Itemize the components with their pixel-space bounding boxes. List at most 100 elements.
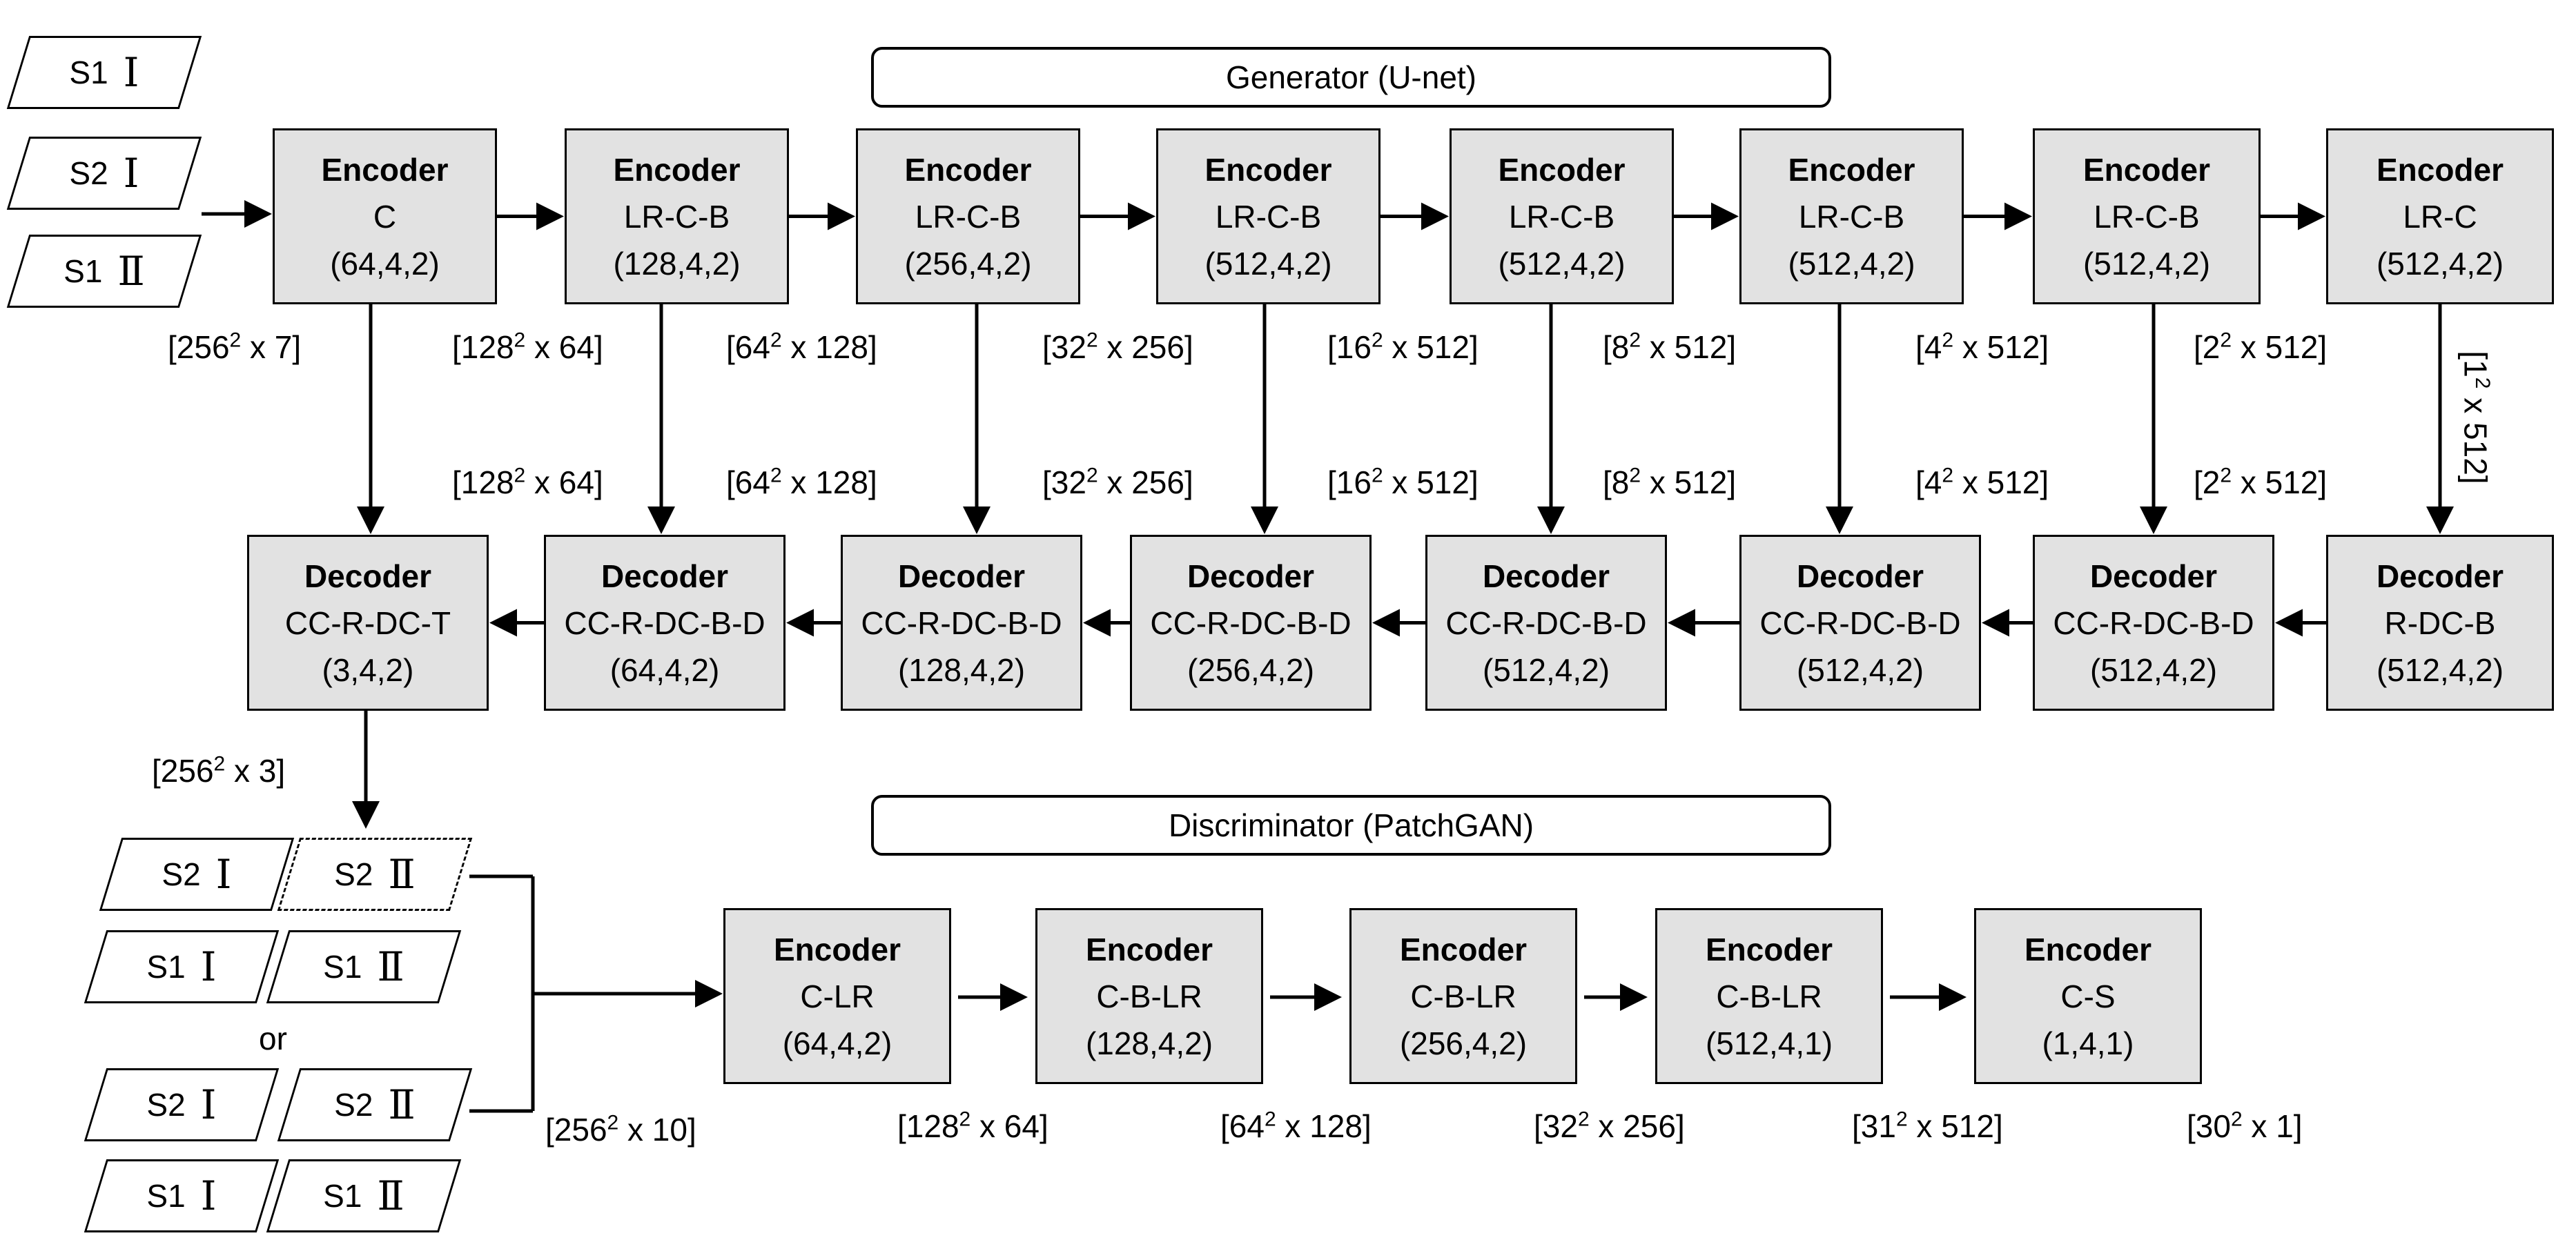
- generator-encoder-6-ops: LR-C-B: [2094, 198, 2200, 235]
- generator-decoder-5-heading: Decoder: [1796, 558, 1924, 594]
- generator-decoder-dim-1-rest: x 128]: [781, 464, 877, 500]
- generator-encoder-dim-8: [12 x 512]: [2457, 351, 2495, 484]
- generator-encoder-dim-3-exponent: 2: [1086, 328, 1098, 352]
- generator-encoder-dim-7-base: [2: [2194, 329, 2221, 365]
- discriminator-dim-3-base: [31: [1852, 1108, 1896, 1144]
- generator-decoder-dim-0: [1282 x 64]: [452, 464, 603, 501]
- generator-decoder-7-heading: Decoder: [2376, 558, 2504, 594]
- generator-encoder-dim-7: [22 x 512]: [2194, 328, 2327, 366]
- discriminator-encoder-0-params: (64,4,2): [782, 1025, 892, 1061]
- generator-decoder-dim-6-exponent: 2: [2220, 464, 2232, 487]
- generator-decoder-3-heading: Decoder: [1187, 558, 1315, 594]
- generator-encoder-dim-4-base: [16: [1327, 329, 1372, 365]
- generator-encoder-4-heading: Encoder: [1498, 151, 1626, 188]
- generator-encoder-3-ops: LR-C-B: [1215, 198, 1322, 235]
- discriminator-dim-4: [302 x 1]: [2187, 1108, 2303, 1145]
- discriminator-input-0-3-numeral: Ⅱ: [377, 943, 404, 990]
- discriminator-encoder-1-params: (128,4,2): [1085, 1025, 1213, 1061]
- discriminator-encoder-2-heading: Encoder: [1399, 931, 1528, 967]
- discriminator-input-dim-rest: x 10]: [618, 1112, 696, 1148]
- generator-encoder-0-heading: Encoder: [321, 151, 449, 188]
- discriminator-input-1-0-numeral: Ⅰ: [200, 1081, 217, 1128]
- generator-decoder-1-heading: Decoder: [601, 558, 729, 594]
- discriminator-dim-3-rest: x 512]: [1907, 1108, 2003, 1144]
- discriminator-input-0-3: S1 Ⅱ: [266, 930, 462, 1003]
- discriminator-input-1-3-numeral: Ⅱ: [377, 1172, 404, 1219]
- generator-input-1-numeral: Ⅰ: [123, 150, 139, 197]
- generator-encoder-dim-7-rest: x 512]: [2232, 329, 2328, 365]
- discriminator-dim-4-exponent: 2: [2230, 1108, 2243, 1131]
- generator-encoder-dim-6-base: [4: [1915, 329, 1942, 365]
- generator-encoder-1-ops: LR-C-B: [623, 198, 730, 235]
- discriminator-input-0-2-source: S1: [146, 949, 186, 985]
- generator-encoder-5-ops: LR-C-B: [1798, 198, 1905, 235]
- generator-encoder-dim-6-rest: x 512]: [1953, 329, 2049, 365]
- generator-decoder-dim-2-exponent: 2: [1086, 464, 1098, 487]
- generator-decoder-2-params: (128,4,2): [897, 651, 1026, 688]
- discriminator-input-dim: [2562 x 10]: [545, 1111, 696, 1148]
- generator-encoder-6-params: (512,4,2): [2082, 245, 2211, 282]
- discriminator-encoder-2-params: (256,4,2): [1399, 1025, 1528, 1061]
- generator-encoder-2-heading: Encoder: [904, 151, 1032, 188]
- discriminator-title: Discriminator (PatchGAN): [871, 795, 1831, 856]
- generator-input-2-numeral: Ⅱ: [117, 248, 145, 295]
- generator-decoder-dim-1: [642 x 128]: [726, 464, 877, 501]
- discriminator-input-0-3-source: S1: [323, 949, 362, 985]
- discriminator-dim-4-base: [30: [2187, 1108, 2231, 1144]
- generator-decoder-3-ops: CC-R-DC-B-D: [1150, 604, 1352, 641]
- generator-decoder-4-ops: CC-R-DC-B-D: [1445, 604, 1647, 641]
- generator-encoder-7-ops: LR-C: [2403, 198, 2477, 235]
- generator-encoder-dim-5-exponent: 2: [1629, 328, 1641, 352]
- generator-input-0-numeral: Ⅰ: [123, 49, 139, 96]
- generator-encoder-dim-4-rest: x 512]: [1383, 329, 1479, 365]
- discriminator-encoder-4-ops: C-S: [2060, 978, 2116, 1014]
- generator-decoder-7-params: (512,4,2): [2376, 651, 2504, 688]
- discriminator-input-0-0-numeral: Ⅰ: [215, 851, 232, 898]
- generator-encoder-1-params: (128,4,2): [613, 245, 741, 282]
- discriminator-dim-1-base: [64: [1220, 1108, 1265, 1144]
- generator-decoder-7-ops: R-DC-B: [2384, 604, 2496, 641]
- generator-decoder-dim-4-exponent: 2: [1629, 464, 1641, 487]
- generator-encoder-5-params: (512,4,2): [1788, 245, 1915, 282]
- generator-encoder-dim-1-base: [128: [452, 329, 514, 365]
- generator-encoder-dim-0-base: [256: [168, 329, 230, 365]
- generator-decoder-1-ops: CC-R-DC-B-D: [564, 604, 765, 641]
- generator-encoder-dim-0-exponent: 2: [229, 328, 242, 352]
- generator-decoder-dim-4-rest: x 512]: [1641, 464, 1737, 500]
- generator-decoder-1-params: (64,4,2): [609, 651, 720, 688]
- generator-decoder-dim-0-rest: x 64]: [525, 464, 603, 500]
- discriminator-dim-1: [642 x 128]: [1220, 1108, 1372, 1145]
- generator-decoder-6-heading: Decoder: [2089, 558, 2218, 594]
- discriminator-encoder-4-params: (1,4,1): [2042, 1025, 2134, 1061]
- generator-encoder-dim-3-base: [32: [1042, 329, 1086, 365]
- generator-encoder-5-heading: Encoder: [1788, 151, 1915, 188]
- generator-decoder-5-params: (512,4,2): [1796, 651, 1924, 688]
- generator-decoder-6-params: (512,4,2): [2089, 651, 2218, 688]
- discriminator-input-0-1-numeral: Ⅱ: [388, 851, 416, 898]
- generator-encoder-dim-1: [1282 x 64]: [452, 328, 603, 366]
- discriminator-encoder-1-heading: Encoder: [1085, 931, 1213, 967]
- generator-encoder-dim-5-rest: x 512]: [1641, 329, 1737, 365]
- generator-decoder-4-params: (512,4,2): [1482, 651, 1610, 688]
- discriminator-encoder-2-ops: C-B-LR: [1410, 978, 1516, 1014]
- generator-encoder-3-heading: Encoder: [1204, 151, 1332, 188]
